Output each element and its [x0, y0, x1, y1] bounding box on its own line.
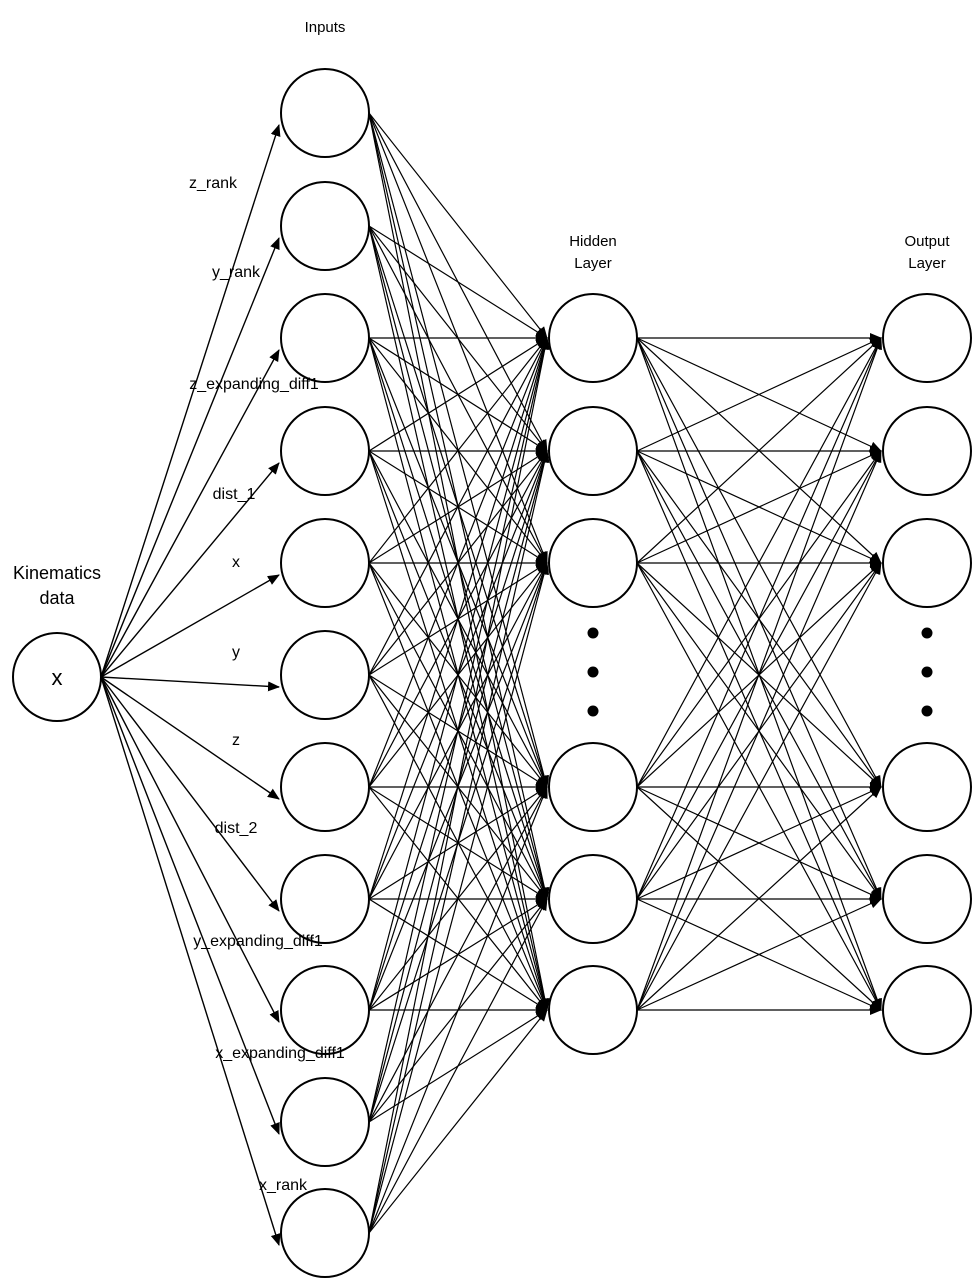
- source-edge-2: [100, 237, 280, 678]
- source-edge-7: [100, 676, 280, 800]
- ellipsis-dots: [587, 627, 933, 717]
- edge-input-11-hidden-3: [368, 562, 550, 1234]
- output-layer-header-line2: Layer: [908, 255, 946, 272]
- edge-input-9-hidden-1: [368, 337, 550, 1011]
- input-to-hidden-edges: [368, 112, 550, 1234]
- source-title-line1: Kinematics: [13, 563, 101, 583]
- hidden-node-3: [548, 518, 638, 608]
- source-edge-9: [100, 676, 280, 1023]
- edge-hidden-6-output-2: [636, 450, 882, 1011]
- output-node-5: [882, 854, 972, 944]
- output-layer-header-line1: Output: [904, 233, 950, 250]
- input-node-6: [280, 630, 370, 720]
- edge-input-11-hidden-6: [368, 1009, 548, 1234]
- feature-label-1: z_rank: [189, 175, 238, 192]
- output-node-3: [882, 518, 972, 608]
- output-node-6: [882, 965, 972, 1055]
- feature-label-4: dist_1: [213, 486, 256, 503]
- edge-input-10-hidden-1: [368, 337, 550, 1123]
- edge-hidden-6-output-1: [636, 337, 882, 1011]
- hidden-to-output-edges: [636, 333, 882, 1015]
- input-node-8: [280, 854, 370, 944]
- feature-label-9: y_expanding_diff1: [193, 933, 323, 950]
- edge-input-10-hidden-4: [368, 786, 548, 1123]
- edge-input-11-hidden-2: [368, 450, 550, 1234]
- edge-hidden-3-output-2: [636, 450, 882, 564]
- edge-input-11-hidden-5: [368, 898, 548, 1234]
- edge-input-11-hidden-4: [368, 786, 548, 1234]
- input-node-7: [280, 742, 370, 832]
- source-edge-5: [100, 574, 280, 678]
- input-node-2: [280, 181, 370, 271]
- edge-input-8-hidden-1: [368, 337, 549, 900]
- feature-label-5: x: [232, 554, 240, 571]
- input-node-3: [280, 293, 370, 383]
- edge-hidden-5-output-1: [636, 337, 882, 900]
- source-title-line2: data: [39, 588, 75, 608]
- input-node-9: [280, 965, 370, 1055]
- edge-input-6-hidden-1: [368, 337, 548, 676]
- edge-hidden-3-output-1: [636, 337, 882, 564]
- feature-labels: z_rank y_rank z_expanding_diff1 dist_1x y z di…: [189, 175, 345, 1194]
- ellipsis-dot-3: [587, 705, 599, 717]
- input-node-11: [280, 1188, 370, 1278]
- edge-input-11-hidden-1: [368, 337, 550, 1234]
- hidden-node-1: [548, 293, 638, 383]
- source-node: [12, 632, 102, 722]
- source-edge-11: [100, 676, 281, 1246]
- edge-hidden-4-output-1: [636, 337, 882, 788]
- hidden-layer-header-line2: Layer: [574, 255, 612, 272]
- feature-label-10: x_expanding_diff1: [215, 1045, 345, 1062]
- feature-label-8: dist_2: [215, 820, 258, 837]
- edge-hidden-6-output-5: [636, 898, 882, 1011]
- edge-hidden-6-output-4: [636, 786, 882, 1011]
- ellipsis-dot-5: [921, 666, 933, 678]
- edge-hidden-2-output-1: [636, 337, 882, 452]
- feature-label-7: z: [232, 732, 240, 749]
- edge-input-1-hidden-1: [368, 112, 548, 339]
- edge-input-5-hidden-1: [368, 337, 548, 564]
- source-edge-4: [100, 462, 280, 678]
- source-edge-1: [100, 124, 281, 678]
- edge-hidden-5-output-4: [636, 786, 882, 900]
- hidden-node-6: [548, 965, 638, 1055]
- hidden-layer-header-line1: Hidden: [569, 233, 617, 250]
- ellipsis-dot-6: [921, 705, 933, 717]
- input-node-10: [280, 1077, 370, 1167]
- output-node-1: [882, 293, 972, 383]
- edge-input-4-hidden-1: [368, 337, 548, 452]
- ellipsis-dot-1: [587, 627, 599, 639]
- inputs-header: Inputs: [305, 19, 346, 36]
- nodes: x: [12, 68, 972, 1278]
- output-node-4: [882, 742, 972, 832]
- hidden-node-4: [548, 742, 638, 832]
- input-node-1: [280, 68, 370, 158]
- hidden-node-2: [548, 406, 638, 496]
- input-node-4: [280, 406, 370, 496]
- source-edge-10: [100, 676, 280, 1135]
- feature-label-2: y_rank: [212, 264, 261, 281]
- output-node-2: [882, 406, 972, 496]
- source-edge-8: [100, 676, 280, 912]
- edge-hidden-6-output-3: [636, 562, 882, 1011]
- edge-input-2-hidden-1: [368, 225, 548, 339]
- ellipsis-dot-4: [921, 627, 933, 639]
- source-symbol: x: [52, 665, 63, 690]
- feature-label-11: x_rank: [259, 1177, 308, 1194]
- hidden-node-5: [548, 854, 638, 944]
- input-node-5: [280, 518, 370, 608]
- feature-label-6: y: [232, 644, 240, 661]
- source-edge-3: [100, 349, 280, 678]
- feature-label-3: z_expanding_diff1: [189, 376, 319, 393]
- ellipsis-dot-2: [587, 666, 599, 678]
- edge-input-7-hidden-1: [368, 337, 548, 788]
- source-edge-6: [100, 676, 280, 692]
- source-to-input-edges: [100, 124, 281, 1246]
